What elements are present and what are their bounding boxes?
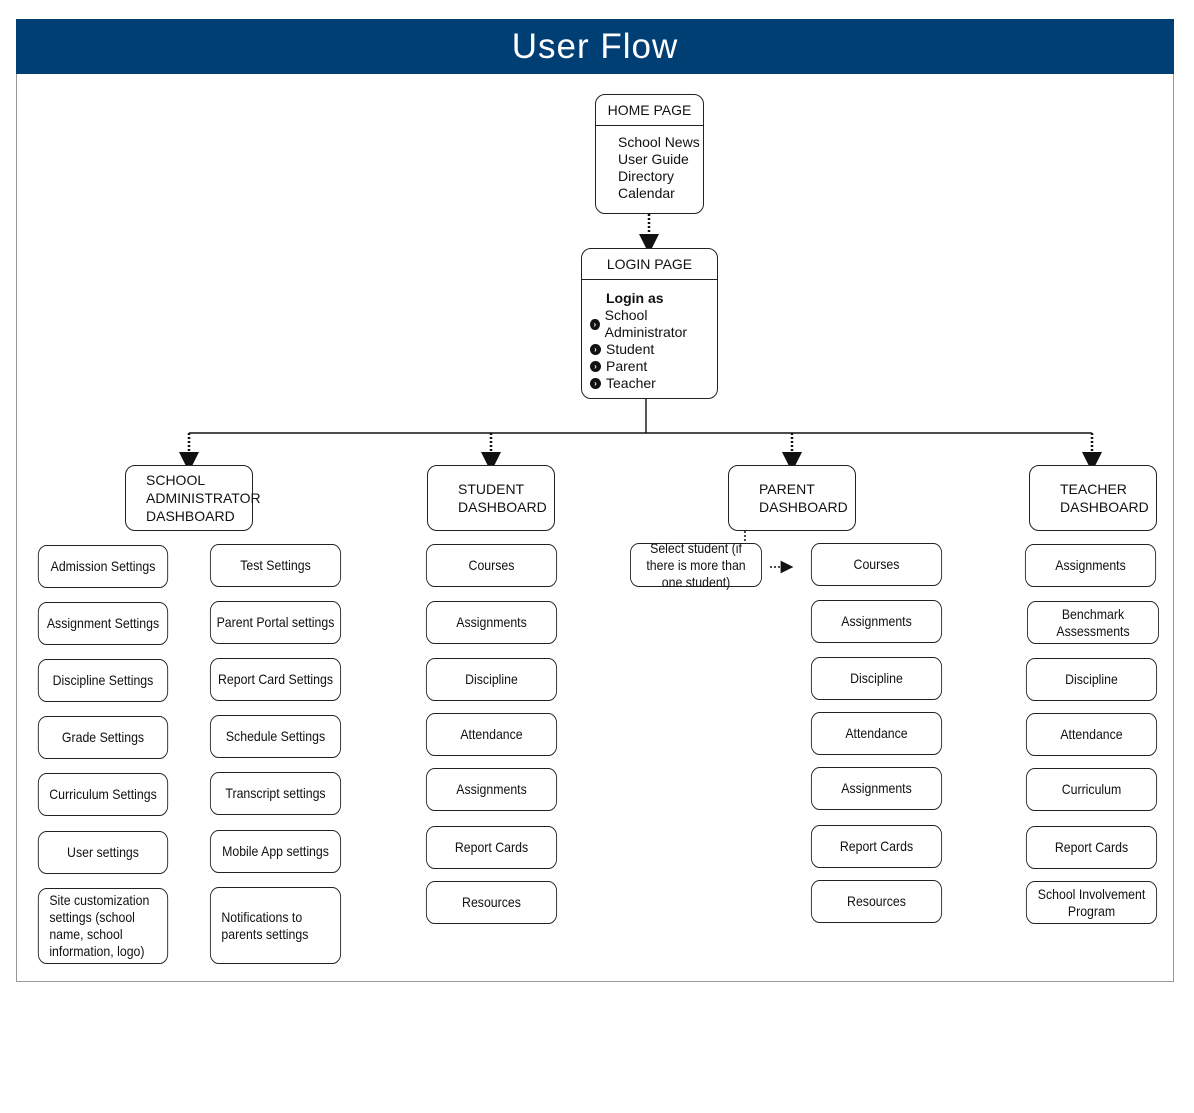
chevron-right-icon: › xyxy=(590,361,601,372)
title-bar: User Flow xyxy=(16,19,1174,74)
teacher-assignments: Assignments xyxy=(1024,544,1157,587)
student-assignments-2: Assignments xyxy=(425,768,558,811)
parent-report-cards: Report Cards xyxy=(810,825,943,868)
admin-mobile-app-settings: Mobile App settings xyxy=(209,830,342,873)
admin-test-settings: Test Settings xyxy=(209,544,342,587)
student-assignments: Assignments xyxy=(425,601,558,644)
home-item-school-news: School News xyxy=(618,134,700,150)
student-attendance: Attendance xyxy=(425,713,558,756)
login-option-teacher: ›Teacher xyxy=(590,375,717,392)
admin-transcript-settings: Transcript settings xyxy=(209,772,342,815)
home-item-calendar: Calendar xyxy=(618,185,675,201)
admin-parent-portal-settings: Parent Portal settings xyxy=(209,601,342,644)
login-option-student: ›Student xyxy=(590,341,717,358)
parent-resources: Resources xyxy=(810,880,943,923)
admin-curriculum-settings: Curriculum Settings xyxy=(37,773,169,816)
teacher-school-involvement-program: School Involvement Program xyxy=(1025,881,1158,924)
home-page-card: HOME PAGE School News User Guide Directo… xyxy=(595,94,704,214)
admin-admission-settings: Admission Settings xyxy=(37,545,169,588)
teacher-benchmark-assessments: Benchmark Assessments xyxy=(1027,601,1159,644)
login-options: Login as ›School Administrator ›Student … xyxy=(582,280,717,392)
admin-report-card-settings: Report Card Settings xyxy=(209,658,342,701)
login-option-admin: ›School Administrator xyxy=(590,307,717,341)
chevron-right-icon: › xyxy=(590,318,600,330)
login-page-heading: LOGIN PAGE xyxy=(582,249,717,280)
home-item-directory: Directory xyxy=(618,168,675,184)
teacher-attendance: Attendance xyxy=(1025,713,1158,756)
admin-dashboard-header: SCHOOL ADMINISTRATOR DASHBOARD xyxy=(125,465,261,531)
login-prompt: Login as xyxy=(606,290,664,306)
admin-site-customization-settings: Site customization settings (school name… xyxy=(37,888,169,964)
parent-assignments-2: Assignments xyxy=(810,767,943,810)
parent-courses: Courses xyxy=(810,543,943,586)
parent-attendance: Attendance xyxy=(810,712,943,755)
home-page-items: School News User Guide Directory Calenda… xyxy=(596,126,703,202)
chevron-right-icon: › xyxy=(590,344,601,355)
teacher-discipline: Discipline xyxy=(1025,658,1158,701)
teacher-curriculum: Curriculum xyxy=(1025,768,1158,811)
page-title: User Flow xyxy=(511,26,679,66)
parent-dashboard-header: PARENT DASHBOARD xyxy=(728,465,856,531)
student-resources: Resources xyxy=(425,881,558,924)
admin-discipline-settings: Discipline Settings xyxy=(37,659,169,702)
home-page-heading: HOME PAGE xyxy=(596,95,703,126)
home-item-user-guide: User Guide xyxy=(618,151,689,167)
teacher-dashboard-header: TEACHER DASHBOARD xyxy=(1029,465,1157,531)
student-courses: Courses xyxy=(425,544,558,587)
parent-discipline: Discipline xyxy=(810,657,943,700)
chevron-right-icon: › xyxy=(590,378,601,389)
parent-select-student-note: Select student (if there is more than on… xyxy=(630,540,762,590)
student-discipline: Discipline xyxy=(425,658,558,701)
parent-assignments: Assignments xyxy=(810,600,943,643)
admin-user-settings: User settings xyxy=(37,831,169,874)
login-page-card: LOGIN PAGE Login as ›School Administrato… xyxy=(581,248,718,399)
admin-notifications-settings: Notifications to parents settings xyxy=(209,887,342,964)
teacher-report-cards: Report Cards xyxy=(1025,826,1158,869)
admin-schedule-settings: Schedule Settings xyxy=(209,715,342,758)
login-option-parent: ›Parent xyxy=(590,358,717,375)
student-dashboard-header: STUDENT DASHBOARD xyxy=(427,465,555,531)
admin-assignment-settings: Assignment Settings xyxy=(37,602,169,645)
admin-grade-settings: Grade Settings xyxy=(37,716,169,759)
student-report-cards: Report Cards xyxy=(425,826,558,869)
